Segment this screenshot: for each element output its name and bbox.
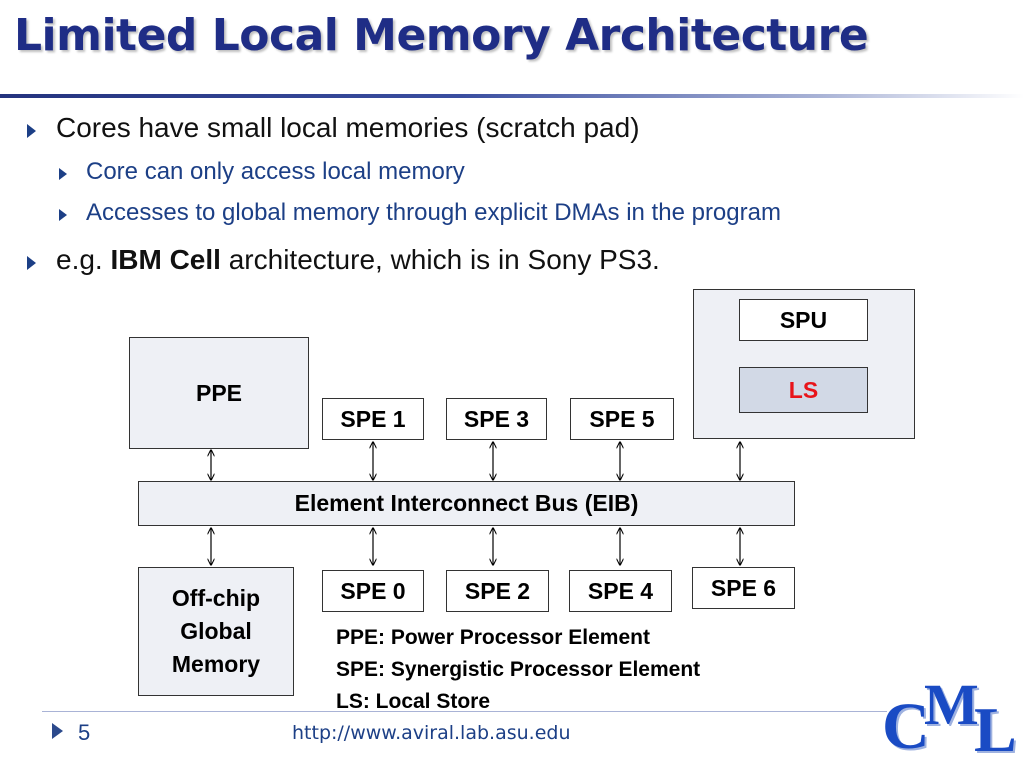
bullet-1: Cores have small local memories (scratch… <box>56 112 640 143</box>
spe-3-box: SPE 3 <box>446 398 547 440</box>
legend-ppe: PPE: Power Processor Element <box>336 626 650 649</box>
bullet-2-bold: IBM Cell <box>110 244 221 275</box>
spu-box: SPU <box>739 299 868 341</box>
ppe-box: PPE <box>129 337 309 449</box>
spe-0-box: SPE 0 <box>322 570 424 612</box>
logo-letter-m: M <box>924 672 979 737</box>
page-arrow-icon <box>52 723 63 739</box>
logo-letter-l: L <box>974 694 1017 765</box>
legend-spe: SPE: Synergistic Processor Element <box>336 658 701 681</box>
logo-letter-c: C <box>882 690 930 763</box>
eib-bus: Element Interconnect Bus (EIB) <box>138 481 795 526</box>
sub-bullet-2: Accesses to global memory through explic… <box>86 199 781 226</box>
spe-5-box: SPE 5 <box>570 398 674 440</box>
bullet-2-suffix: architecture, which is in Sony PS3. <box>220 244 660 275</box>
footer-divider <box>42 711 887 712</box>
bullet-2: e.g. IBM Cell architecture, which is in … <box>56 244 660 276</box>
slide-title: Limited Local Memory Architecture <box>14 10 869 61</box>
spe-6-box: SPE 6 <box>692 567 795 609</box>
legend: PPE: Power Processor Element SPE: Synerg… <box>336 622 700 718</box>
sub-bullet-1: Core can only access local memory <box>86 158 465 185</box>
bullet-2-prefix: e.g. <box>56 244 111 275</box>
cml-logo: C M L <box>880 676 1020 764</box>
bullet-arrow-icon <box>27 256 36 270</box>
sub-bullet-arrow-icon <box>59 168 67 180</box>
spe-2-box: SPE 2 <box>446 570 549 612</box>
legend-ls: LS: Local Store <box>336 690 491 713</box>
spe-4-box: SPE 4 <box>569 570 672 612</box>
bullet-arrow-icon <box>27 124 36 138</box>
title-underline <box>0 94 1024 98</box>
footer-url[interactable]: http://www.aviral.lab.asu.edu <box>292 722 571 744</box>
page-number: 5 <box>78 720 91 745</box>
spe-1-box: SPE 1 <box>322 398 424 440</box>
sub-bullet-arrow-icon <box>59 209 67 221</box>
off-chip-memory-box: Off-chip Global Memory <box>138 567 294 696</box>
ls-box: LS <box>739 367 868 413</box>
